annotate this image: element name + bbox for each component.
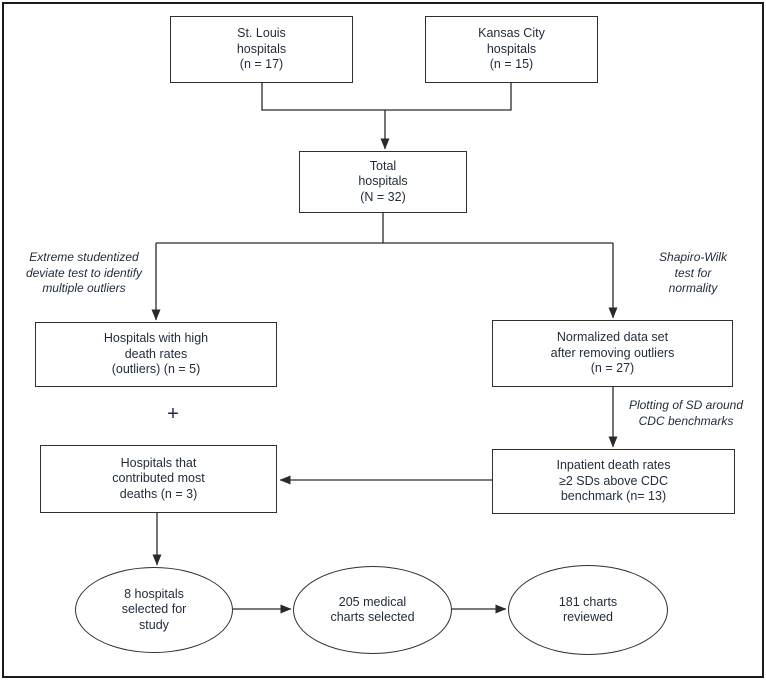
note-extreme-studentized-test: Extreme studentized deviate test to iden… xyxy=(25,250,143,296)
box-contributed-most-deaths: Hospitals that contributed most deaths (… xyxy=(40,445,277,513)
ellipse-charts-reviewed: 181 charts reviewed xyxy=(508,565,668,655)
note-plotting-sd: Plotting of SD around CDC benchmarks xyxy=(628,398,744,428)
box-normalized-data-set: Normalized data set after removing outli… xyxy=(492,320,733,387)
box-st-louis-hospitals: St. Louis hospitals (n = 17) xyxy=(170,16,353,83)
box-total-hospitals: Total hospitals (N = 32) xyxy=(299,151,467,213)
box-inpatient-death-rates: Inpatient death rates ≥2 SDs above CDC b… xyxy=(492,449,735,514)
plus-sign: + xyxy=(167,403,179,425)
connector-total-branch xyxy=(156,212,613,244)
connector-top-merge xyxy=(261,83,512,111)
ellipse-charts-selected: 205 medical charts selected xyxy=(293,566,452,654)
note-shapiro-wilk-test: Shapiro-Wilk test for normality xyxy=(659,250,727,296)
box-high-death-rates: Hospitals with high death rates (outlier… xyxy=(35,322,277,387)
ellipse-hospitals-selected: 8 hospitals selected for study xyxy=(75,567,233,653)
box-kansas-city-hospitals: Kansas City hospitals (n = 15) xyxy=(425,16,598,83)
